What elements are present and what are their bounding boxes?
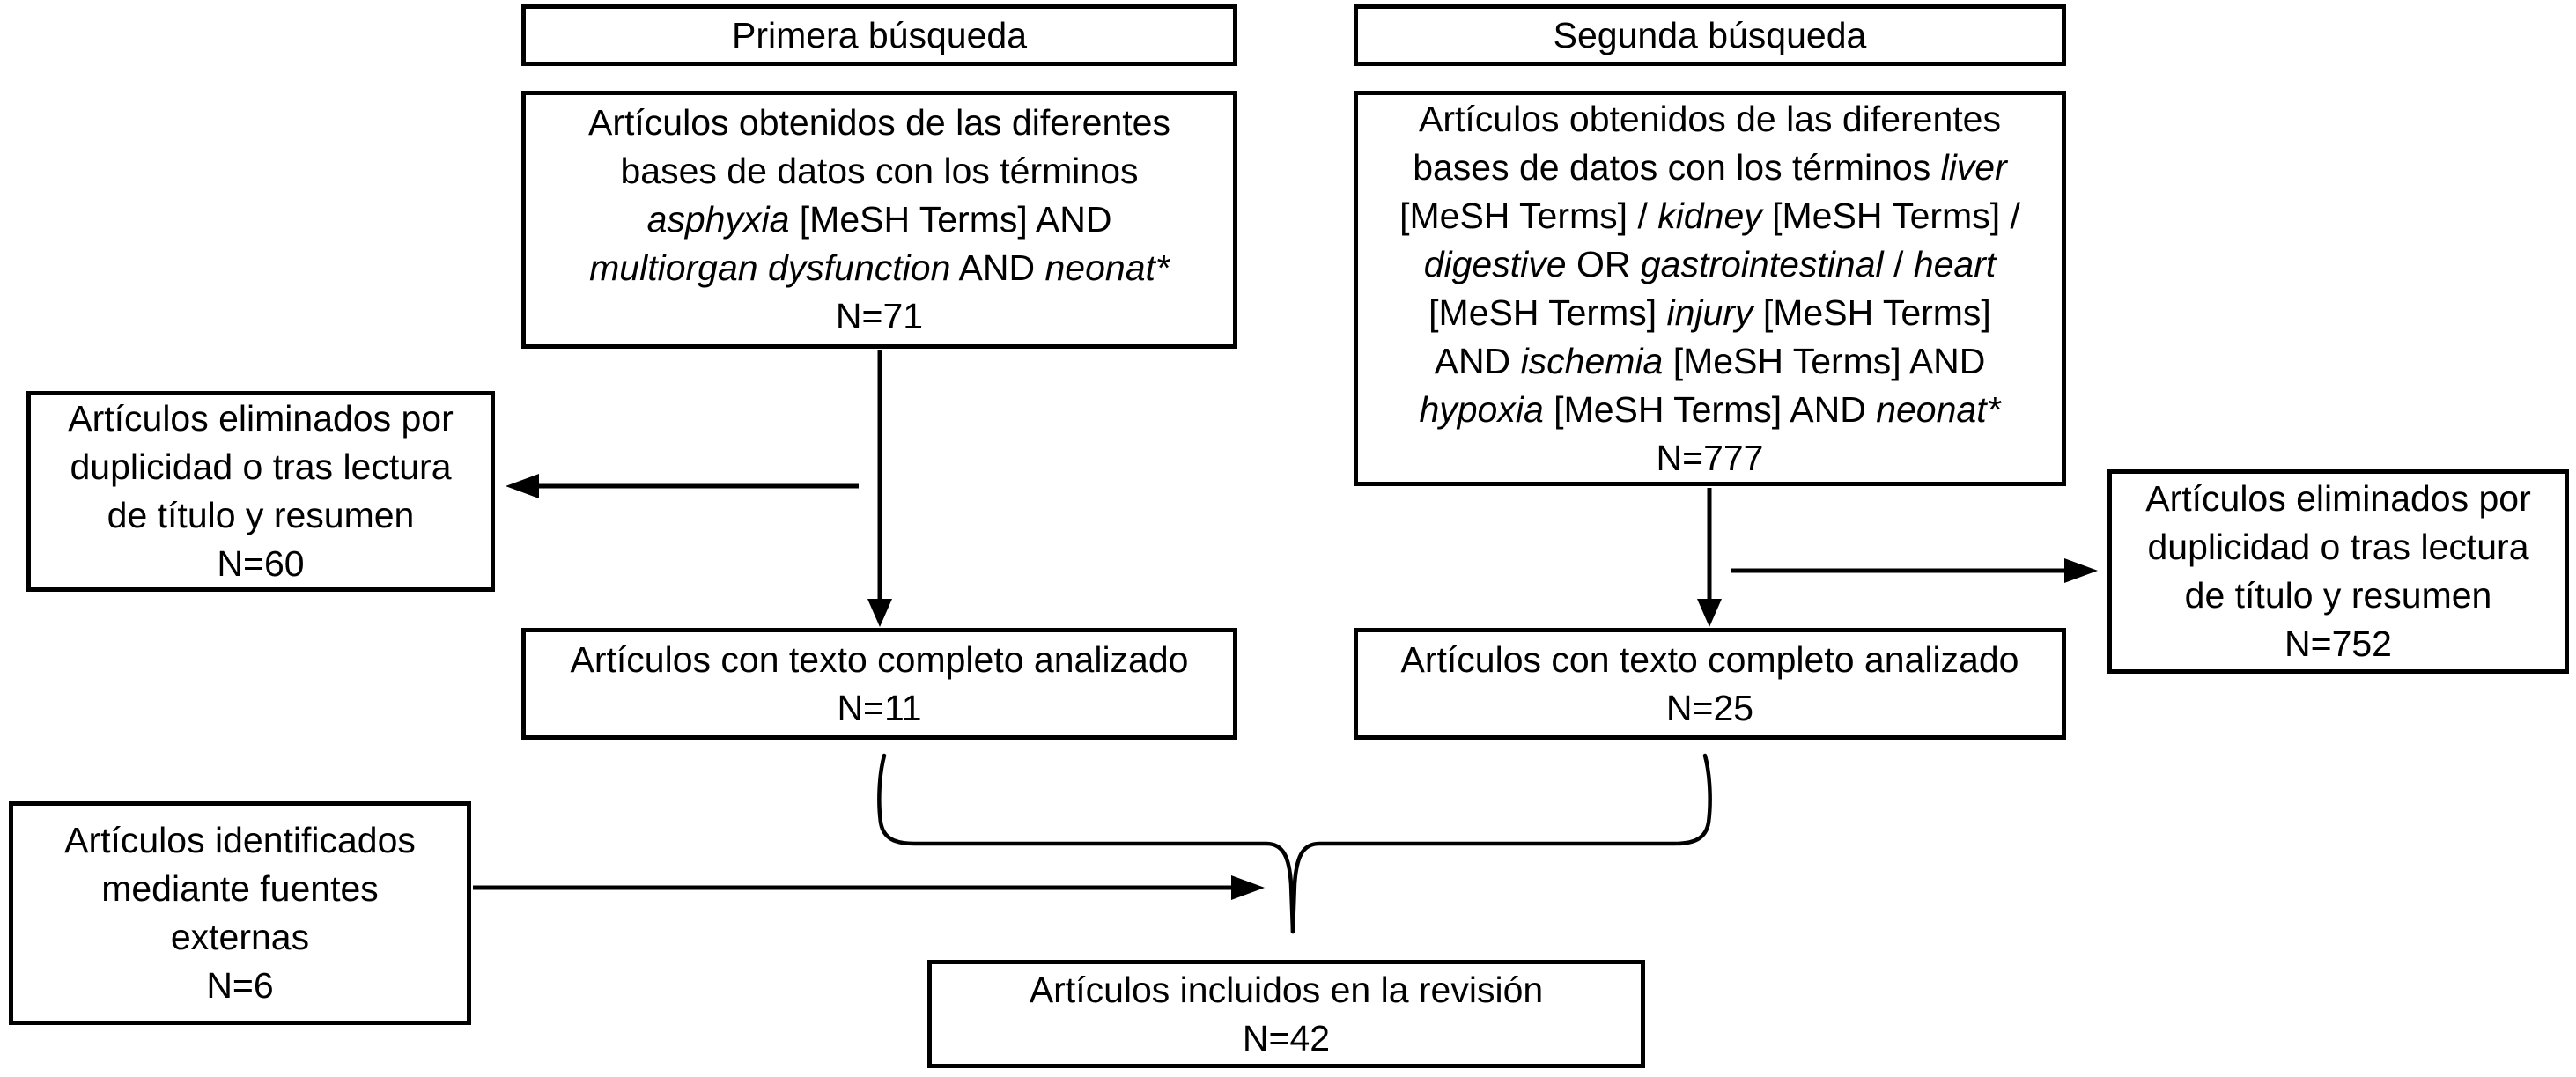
- text-line: [MeSH Terms] injury [MeSH Terms]: [1428, 291, 1991, 333]
- first-search-header-box: Primera búsqueda: [521, 4, 1237, 66]
- second-search-excluded-box: Artículos eliminados por duplicidad o tra…: [2107, 469, 2569, 674]
- text-line: de título y resumen: [107, 495, 415, 535]
- text-line: N=752: [2284, 623, 2392, 664]
- text-line: Artículos con texto completo analizado: [570, 638, 1189, 680]
- text-line: N=11: [837, 687, 922, 728]
- text-line: N=777: [1656, 437, 1764, 478]
- text-line: hypoxia [MeSH Terms] AND neonat*: [1419, 388, 2001, 430]
- text-line: Artículos eliminados por: [68, 398, 454, 439]
- text-line: N=25: [1665, 687, 1754, 728]
- text-line: AND ischemia [MeSH Terms] AND: [1434, 340, 1986, 381]
- text-line: duplicidad o tras lectura: [70, 446, 452, 487]
- text-line: externas: [170, 917, 310, 957]
- second-search-header-label: Segunda búsqueda: [1553, 14, 1867, 55]
- arrow-first-to-fulltext: [867, 350, 892, 627]
- text-line: N=71: [835, 296, 924, 336]
- text-line: de título y resumen: [2184, 575, 2492, 616]
- brace-merge-right: [1290, 753, 1712, 934]
- text-line: Artículos eliminados por: [2145, 478, 2531, 519]
- first-search-excluded-box: Artículos eliminados por duplicidad o tra…: [26, 391, 495, 592]
- text-line: N=60: [217, 543, 305, 584]
- text-line: N=6: [206, 965, 274, 1006]
- first-search-results-box: Artículos obtenidos de las diferentes bas…: [521, 91, 1237, 349]
- second-search-results-box: Artículos obtenidos de las diferentes bas…: [1354, 91, 2066, 486]
- first-search-header-label: Primera búsqueda: [731, 14, 1028, 55]
- text-line: bases de datos con los términos: [620, 151, 1139, 191]
- external-sources-box: Artículos identificados mediante fuentes e…: [9, 801, 471, 1025]
- text-line: N=42: [1242, 1017, 1331, 1059]
- text-line: multiorgan dysfunction AND neonat*: [589, 247, 1170, 288]
- arrow-external-to-included: [473, 875, 1265, 900]
- text-line: Artículos con texto completo analizado: [1400, 638, 2019, 680]
- arrow-second-to-fulltext: [1697, 488, 1722, 627]
- text-line: Artículos obtenidos de las diferentes: [1419, 98, 2001, 139]
- text-line: bases de datos con los términos liver: [1413, 146, 2007, 188]
- text-line: [MeSH Terms] / kidney [MeSH Terms] /: [1399, 195, 2020, 236]
- arrow-second-to-excluded: [1731, 558, 2098, 583]
- text-line: Artículos obtenidos de las diferentes: [588, 102, 1170, 143]
- second-search-header-box: Segunda búsqueda: [1354, 4, 2066, 66]
- text-line: Artículos incluidos en la revisión: [1029, 969, 1544, 1010]
- text-line: Artículos identificados: [64, 820, 416, 860]
- text-line: mediante fuentes: [101, 868, 379, 909]
- text-line: asphyxia [MeSH Terms] AND: [646, 199, 1112, 240]
- text-line: duplicidad o tras lectura: [2147, 527, 2529, 567]
- brace-merge-left: [877, 753, 1295, 934]
- text-line: digestive OR gastrointestinal / heart: [1423, 243, 1997, 284]
- arrow-first-to-excluded: [506, 474, 859, 498]
